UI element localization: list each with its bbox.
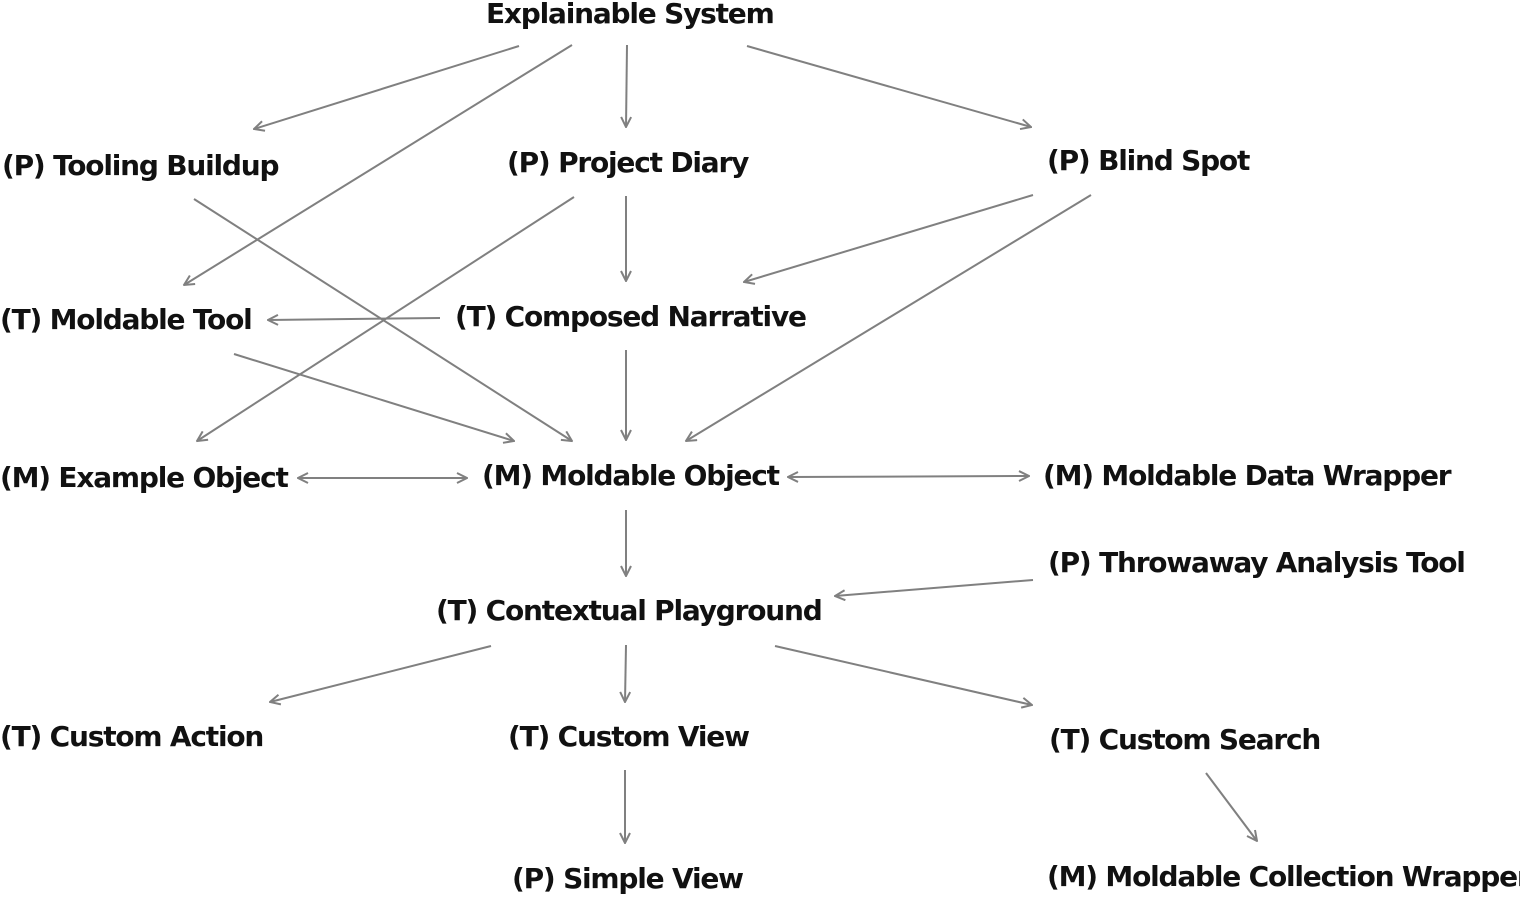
node-moldable-collection-wrapper: (M) Moldable Collection Wrapper (1047, 860, 1520, 893)
node-throwaway-analysis-tool: (P) Throwaway Analysis Tool (1048, 546, 1466, 579)
node-project-diary: (P) Project Diary (507, 146, 749, 179)
node-composed-narrative: (T) Composed Narrative (455, 300, 807, 333)
edge-composed-narrative-to-moldable-tool (268, 318, 441, 320)
edge-moldable-object-to-moldable-data-wrapper (788, 476, 1029, 477)
edge-explainable-system-to-project-diary (626, 44, 627, 127)
node-moldable-data-wrapper: (M) Moldable Data Wrapper (1043, 459, 1452, 492)
edge-contextual-playground-to-custom-search (774, 645, 1032, 705)
node-tooling-buildup: (P) Tooling Buildup (2, 149, 280, 182)
node-custom-search: (T) Custom Search (1049, 723, 1321, 756)
edge-explainable-system-to-blind-spot (746, 45, 1031, 127)
node-moldable-object: (M) Moldable Object (482, 459, 780, 492)
edge-explainable-system-to-tooling-buildup (254, 45, 520, 129)
edge-moldable-tool-to-moldable-object (233, 353, 514, 441)
node-example-object: (M) Example Object (0, 461, 289, 494)
node-contextual-playground: (T) Contextual Playground (436, 594, 823, 627)
edge-contextual-playground-to-custom-view (625, 644, 626, 702)
node-moldable-tool: (T) Moldable Tool (0, 303, 253, 336)
node-custom-view: (T) Custom View (508, 720, 750, 753)
edge-throwaway-analysis-tool-to-contextual-playground (835, 579, 1034, 596)
edge-custom-search-to-moldable-collection-wrapper (1205, 772, 1257, 841)
node-blind-spot: (P) Blind Spot (1047, 144, 1250, 177)
node-simple-view: (P) Simple View (512, 862, 744, 895)
node-explainable-system: Explainable System (486, 0, 775, 30)
edge-explainable-system-to-moldable-tool (184, 44, 573, 285)
edge-blind-spot-to-composed-narrative (744, 194, 1034, 282)
edge-contextual-playground-to-custom-action (270, 645, 492, 702)
edge-blind-spot-to-moldable-object (686, 194, 1092, 441)
node-custom-action: (T) Custom Action (0, 720, 264, 753)
